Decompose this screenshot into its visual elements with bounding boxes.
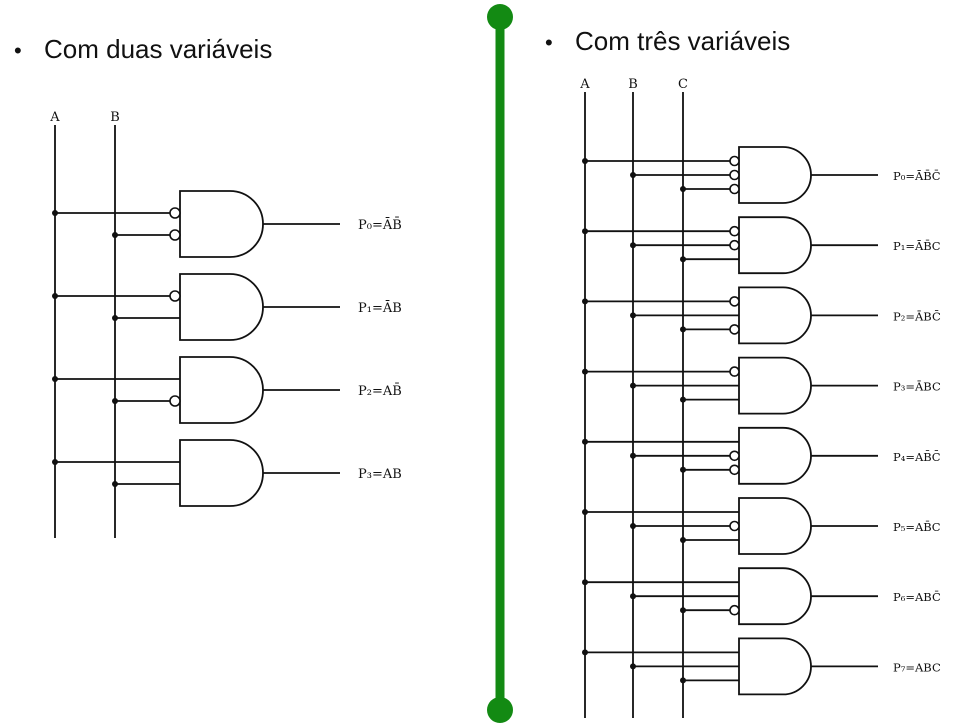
left-output-label: P₃=AB bbox=[358, 467, 402, 482]
left-inverter-bubble bbox=[169, 395, 181, 407]
left-inverter-bubble bbox=[169, 207, 181, 219]
right-junction-dot bbox=[630, 452, 636, 459]
right-junction-dot bbox=[680, 256, 686, 263]
right-junction-dot bbox=[680, 396, 686, 403]
right-inverter-bubble bbox=[729, 225, 740, 237]
right-junction-dot bbox=[630, 242, 636, 249]
right-junction-dot bbox=[582, 298, 588, 305]
left-junction-dot bbox=[112, 232, 118, 238]
left-junction-dot bbox=[52, 293, 58, 299]
right-heading: • Com três variáveis bbox=[545, 26, 790, 57]
left-output-label: P₁=ĀB bbox=[358, 300, 402, 316]
right-variable-label-C: C bbox=[678, 77, 688, 92]
left-and-gate bbox=[179, 439, 264, 507]
right-and-gate bbox=[738, 426, 812, 485]
right-output-label: P₂=ĀBC̄ bbox=[893, 309, 941, 323]
right-junction-dot bbox=[582, 228, 588, 235]
left-junction-dot bbox=[52, 459, 58, 465]
divider-top-dot bbox=[487, 4, 513, 30]
right-junction-dot bbox=[680, 466, 686, 473]
right-and-gate bbox=[738, 497, 812, 555]
left-heading-text: Com duas variáveis bbox=[44, 34, 273, 64]
right-heading-text: Com três variáveis bbox=[575, 26, 791, 56]
right-junction-dot bbox=[582, 158, 588, 164]
right-inverter-bubble bbox=[729, 169, 740, 181]
left-junction-dot bbox=[112, 481, 118, 487]
right-junction-dot bbox=[680, 186, 686, 192]
left-junction-dot bbox=[112, 398, 118, 404]
right-junction-dot bbox=[680, 607, 686, 614]
right-junction-dot bbox=[630, 523, 636, 529]
right-and-gate bbox=[738, 216, 812, 275]
left-variable-label-B: B bbox=[110, 110, 120, 125]
left-variable-label-A: A bbox=[49, 110, 60, 125]
right-inverter-bubble bbox=[729, 366, 740, 377]
right-junction-dot bbox=[630, 593, 636, 600]
two-variable-decoder: A B P₀=ĀB̄ P₁=ĀB P₂=AB̄ P₃=AB bbox=[49, 110, 402, 538]
left-junction-dot bbox=[112, 315, 118, 321]
right-inverter-bubble bbox=[729, 604, 740, 616]
right-and-gate bbox=[738, 567, 812, 626]
left-heading: • Com duas variáveis bbox=[14, 34, 272, 65]
right-junction-dot bbox=[582, 509, 588, 515]
right-junction-dot bbox=[582, 368, 588, 375]
right-inverter-bubble bbox=[729, 183, 740, 195]
right-junction-dot bbox=[630, 382, 636, 389]
left-and-gate bbox=[179, 356, 264, 424]
right-inverter-bubble bbox=[729, 520, 740, 532]
right-variable-label-A: A bbox=[579, 77, 590, 92]
right-variable-label-B: B bbox=[628, 77, 638, 92]
right-inverter-bubble bbox=[729, 324, 740, 335]
three-variable-decoder: A B C P₀=ĀB̄C̄ P₁=ĀB̄C P₂=ĀBC̄ P₃=ĀBC P₄=AB̄C̄ P… bbox=[579, 77, 941, 718]
right-junction-dot bbox=[582, 649, 588, 656]
right-output-label: P₇=ABC bbox=[893, 660, 941, 674]
right-junction-dot bbox=[680, 537, 686, 543]
right-and-gate bbox=[738, 286, 812, 345]
right-output-label: P₀=ĀB̄C̄ bbox=[893, 169, 941, 183]
right-junction-dot bbox=[680, 326, 686, 333]
right-junction-dot bbox=[680, 677, 686, 684]
left-junction-dot bbox=[52, 210, 58, 216]
left-and-gate bbox=[179, 273, 264, 341]
left-output-label: P₂=AB̄ bbox=[358, 383, 402, 399]
divider-bottom-dot bbox=[487, 697, 513, 723]
left-junction-dot bbox=[52, 376, 58, 382]
right-inverter-bubble bbox=[729, 450, 740, 462]
right-inverter-bubble bbox=[729, 239, 740, 251]
right-junction-dot bbox=[630, 663, 636, 670]
right-and-gate bbox=[738, 146, 812, 204]
left-and-gate bbox=[179, 190, 264, 258]
left-output-label: P₀=ĀB̄ bbox=[358, 217, 402, 233]
left-inverter-bubble bbox=[169, 229, 181, 241]
right-output-label: P₄=AB̄C̄ bbox=[893, 450, 941, 464]
right-output-label: P₁=ĀB̄C bbox=[893, 239, 941, 253]
right-output-label: P₆=ABC̄ bbox=[893, 590, 941, 604]
right-junction-dot bbox=[582, 438, 588, 445]
bullet-dot: • bbox=[14, 38, 22, 63]
left-inverter-bubble bbox=[169, 290, 181, 302]
right-and-gate bbox=[738, 637, 812, 696]
panel-divider bbox=[487, 4, 513, 723]
right-inverter-bubble bbox=[729, 296, 740, 307]
right-output-label: P₅=AB̄C bbox=[893, 520, 941, 534]
right-and-gate bbox=[738, 356, 812, 415]
right-junction-dot bbox=[630, 172, 636, 178]
right-inverter-bubble bbox=[729, 464, 740, 476]
right-output-label: P₃=ĀBC bbox=[893, 380, 941, 394]
bullet-dot: • bbox=[545, 30, 553, 55]
right-inverter-bubble bbox=[729, 155, 740, 167]
right-junction-dot bbox=[630, 312, 636, 319]
right-junction-dot bbox=[582, 579, 588, 586]
